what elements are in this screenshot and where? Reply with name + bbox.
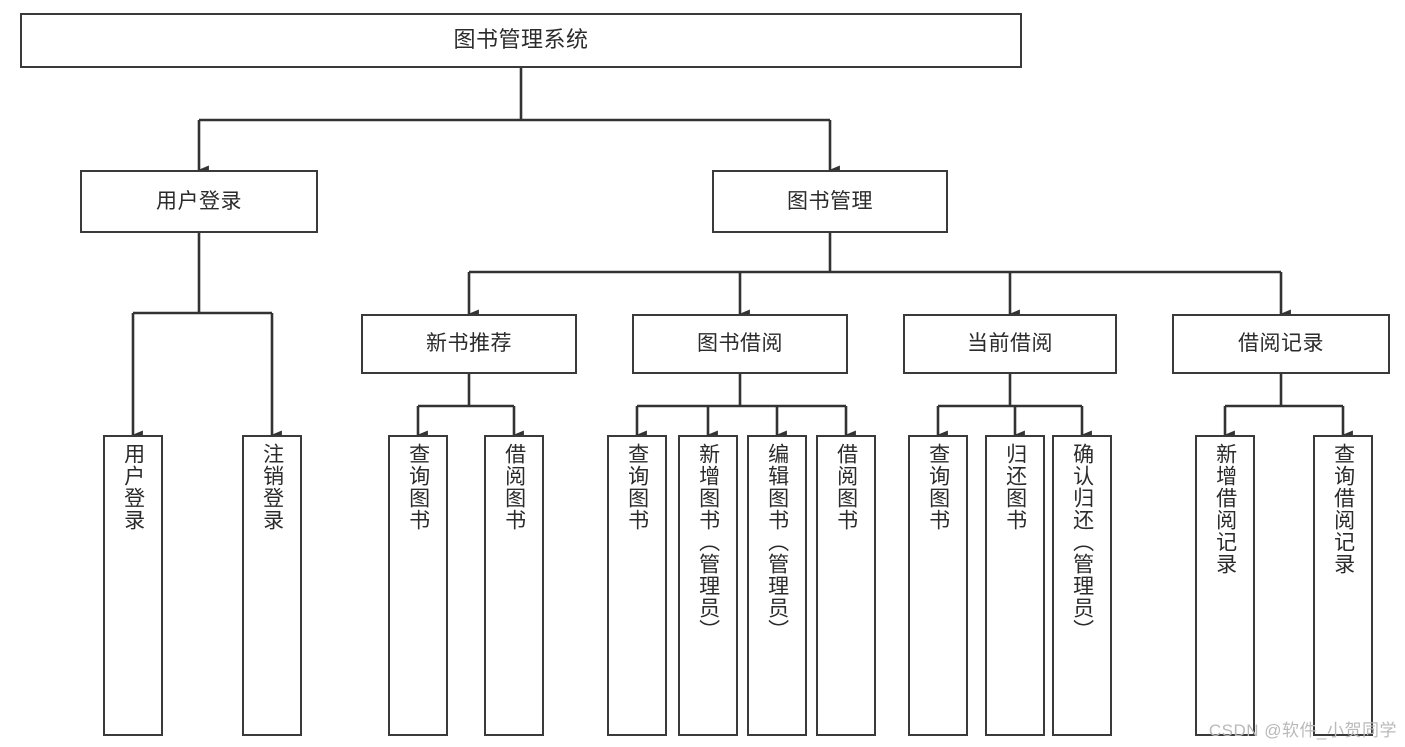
node-newbook-1: 查询图书 (388, 435, 448, 736)
node-current: 当前借阅 (903, 314, 1117, 374)
node-borrow-2: 新增图书（管理员） (678, 435, 738, 736)
node-login-2: 注销登录 (242, 435, 302, 736)
node-current-1: 查询图书 (908, 435, 968, 736)
node-bookmgmt: 图书管理 (712, 170, 948, 233)
node-label: 新书推荐 (426, 332, 512, 356)
node-label: 归还图书 (1003, 443, 1027, 531)
node-label: 借阅记录 (1238, 332, 1324, 356)
node-label: 查询图书 (926, 443, 950, 531)
node-label: 借阅图书 (834, 443, 858, 531)
node-label: 用户登录 (121, 443, 145, 531)
node-label: 确认归还（管理员） (1070, 443, 1094, 641)
node-root: 图书管理系统 (20, 13, 1022, 68)
node-current-3: 确认归还（管理员） (1052, 435, 1112, 736)
node-label: 查询图书 (625, 443, 649, 531)
watermark: CSDN @软件_小贺同学 (1208, 721, 1397, 740)
node-borrow: 图书借阅 (632, 314, 848, 374)
node-label: 当前借阅 (967, 332, 1053, 356)
node-borrow-1: 查询图书 (607, 435, 667, 736)
node-label: 图书管理 (787, 189, 873, 213)
node-login: 用户登录 (80, 170, 318, 233)
node-borrow-3: 编辑图书（管理员） (747, 435, 807, 736)
node-label: 用户登录 (156, 189, 242, 213)
node-records-2: 查询借阅记录 (1313, 435, 1373, 736)
node-current-2: 归还图书 (985, 435, 1045, 736)
node-newbook: 新书推荐 (361, 314, 577, 374)
node-label: 新增借阅记录 (1213, 443, 1237, 575)
node-label: 借阅图书 (502, 443, 526, 531)
node-newbook-2: 借阅图书 (484, 435, 544, 736)
node-label: 查询图书 (406, 443, 430, 531)
node-label: 编辑图书（管理员） (765, 443, 789, 641)
node-records-1: 新增借阅记录 (1195, 435, 1255, 736)
node-borrow-4: 借阅图书 (816, 435, 876, 736)
node-label: 图书管理系统 (453, 27, 589, 53)
node-label: 新增图书（管理员） (696, 443, 720, 641)
node-login-1: 用户登录 (103, 435, 163, 736)
node-records: 借阅记录 (1172, 314, 1390, 374)
node-label: 图书借阅 (697, 332, 783, 356)
node-label: 注销登录 (260, 443, 284, 531)
node-label: 查询借阅记录 (1331, 443, 1355, 575)
